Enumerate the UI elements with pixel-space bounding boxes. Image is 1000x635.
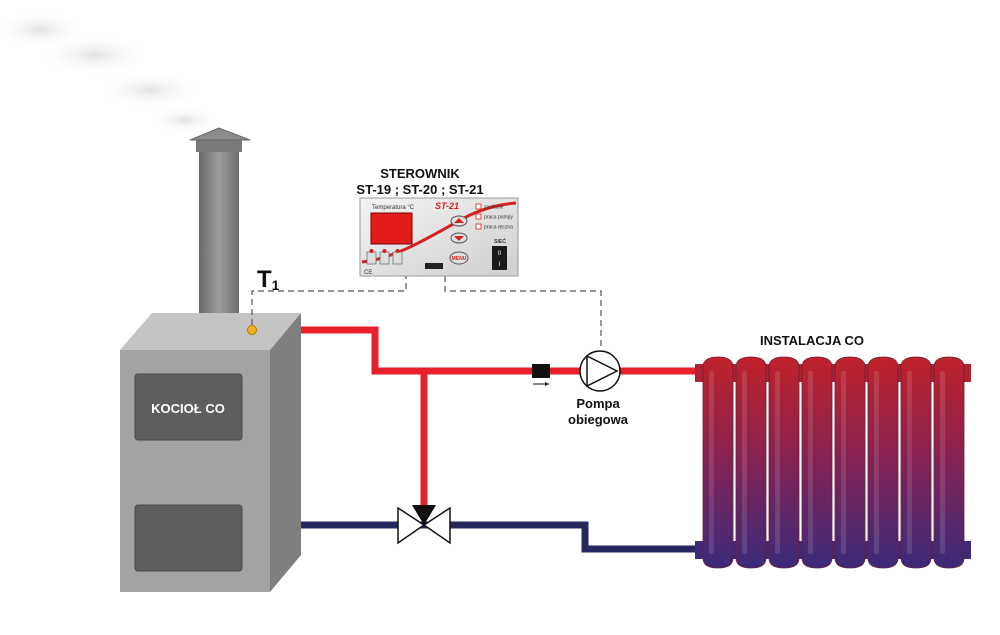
- radiator-section: [768, 356, 800, 569]
- sensor-label: T1: [257, 266, 280, 293]
- radiator-highlight: [808, 371, 813, 554]
- brand-logo: [425, 263, 443, 269]
- svg-text:praca ręczna: praca ręczna: [484, 225, 513, 231]
- radiator-highlight: [940, 371, 945, 554]
- radiator-section: [735, 356, 767, 569]
- return-pipe: [301, 521, 695, 553]
- up-button[interactable]: [450, 215, 468, 227]
- svg-text:zasilanie: zasilanie: [484, 205, 504, 211]
- svg-text:MENU: MENU: [452, 256, 467, 262]
- radiator-section: [900, 356, 932, 569]
- radiator-label: INSTALACJA CO: [760, 333, 864, 348]
- radiator-highlight: [709, 371, 714, 554]
- legend: zasilanie praca pompy praca ręczna: [475, 203, 513, 231]
- radiator-highlight: [841, 371, 846, 554]
- pump-label-line1: Pompa: [576, 396, 620, 411]
- temperature-display: [370, 212, 413, 245]
- supply-pipe: [301, 326, 695, 505]
- ce-mark: CE: [364, 270, 372, 276]
- temperature-sensor: [247, 325, 257, 335]
- circulation-pump: [579, 350, 621, 392]
- power-label: SIEĆ: [494, 237, 506, 245]
- power-switch[interactable]: 0 I: [492, 246, 507, 270]
- indicator-lamps: [366, 249, 403, 265]
- control-wires: [251, 276, 602, 350]
- panel-model: ST-21: [435, 201, 459, 211]
- radiator: [695, 356, 971, 569]
- radiator-highlight: [874, 371, 879, 554]
- radiator-highlight: [742, 371, 747, 554]
- pump-label-line2: obiegowa: [568, 412, 629, 427]
- menu-button[interactable]: MENU: [449, 251, 469, 265]
- boiler-lower-door: [134, 504, 243, 572]
- radiator-section: [834, 356, 866, 569]
- temp-label: Temperatura °C: [372, 205, 415, 211]
- controller-models: ST-19 ; ST-20 ; ST-21: [356, 182, 483, 197]
- boiler: KOCIOŁ CO: [120, 313, 301, 592]
- radiator-section: [702, 356, 734, 569]
- radiator-section: [867, 356, 899, 569]
- chimney: [189, 127, 251, 332]
- radiator-section: [933, 356, 965, 569]
- down-button[interactable]: [450, 232, 468, 244]
- svg-text:I: I: [499, 262, 501, 268]
- svg-text:0: 0: [498, 251, 502, 257]
- radiator-section: [801, 356, 833, 569]
- three-way-valve: [397, 505, 451, 545]
- controller-panel: Temperatura °C ST-21 MENU zasilanie prac…: [359, 197, 519, 277]
- controller-title: STEROWNIK: [380, 166, 460, 181]
- boiler-upper-door: [134, 373, 243, 441]
- boiler-label: KOCIOŁ CO: [151, 401, 225, 416]
- smoke: [0, 12, 220, 134]
- radiator-highlight: [907, 371, 912, 554]
- svg-text:praca pompy: praca pompy: [484, 215, 513, 221]
- check-valve: [532, 364, 550, 386]
- radiator-highlight: [775, 371, 780, 554]
